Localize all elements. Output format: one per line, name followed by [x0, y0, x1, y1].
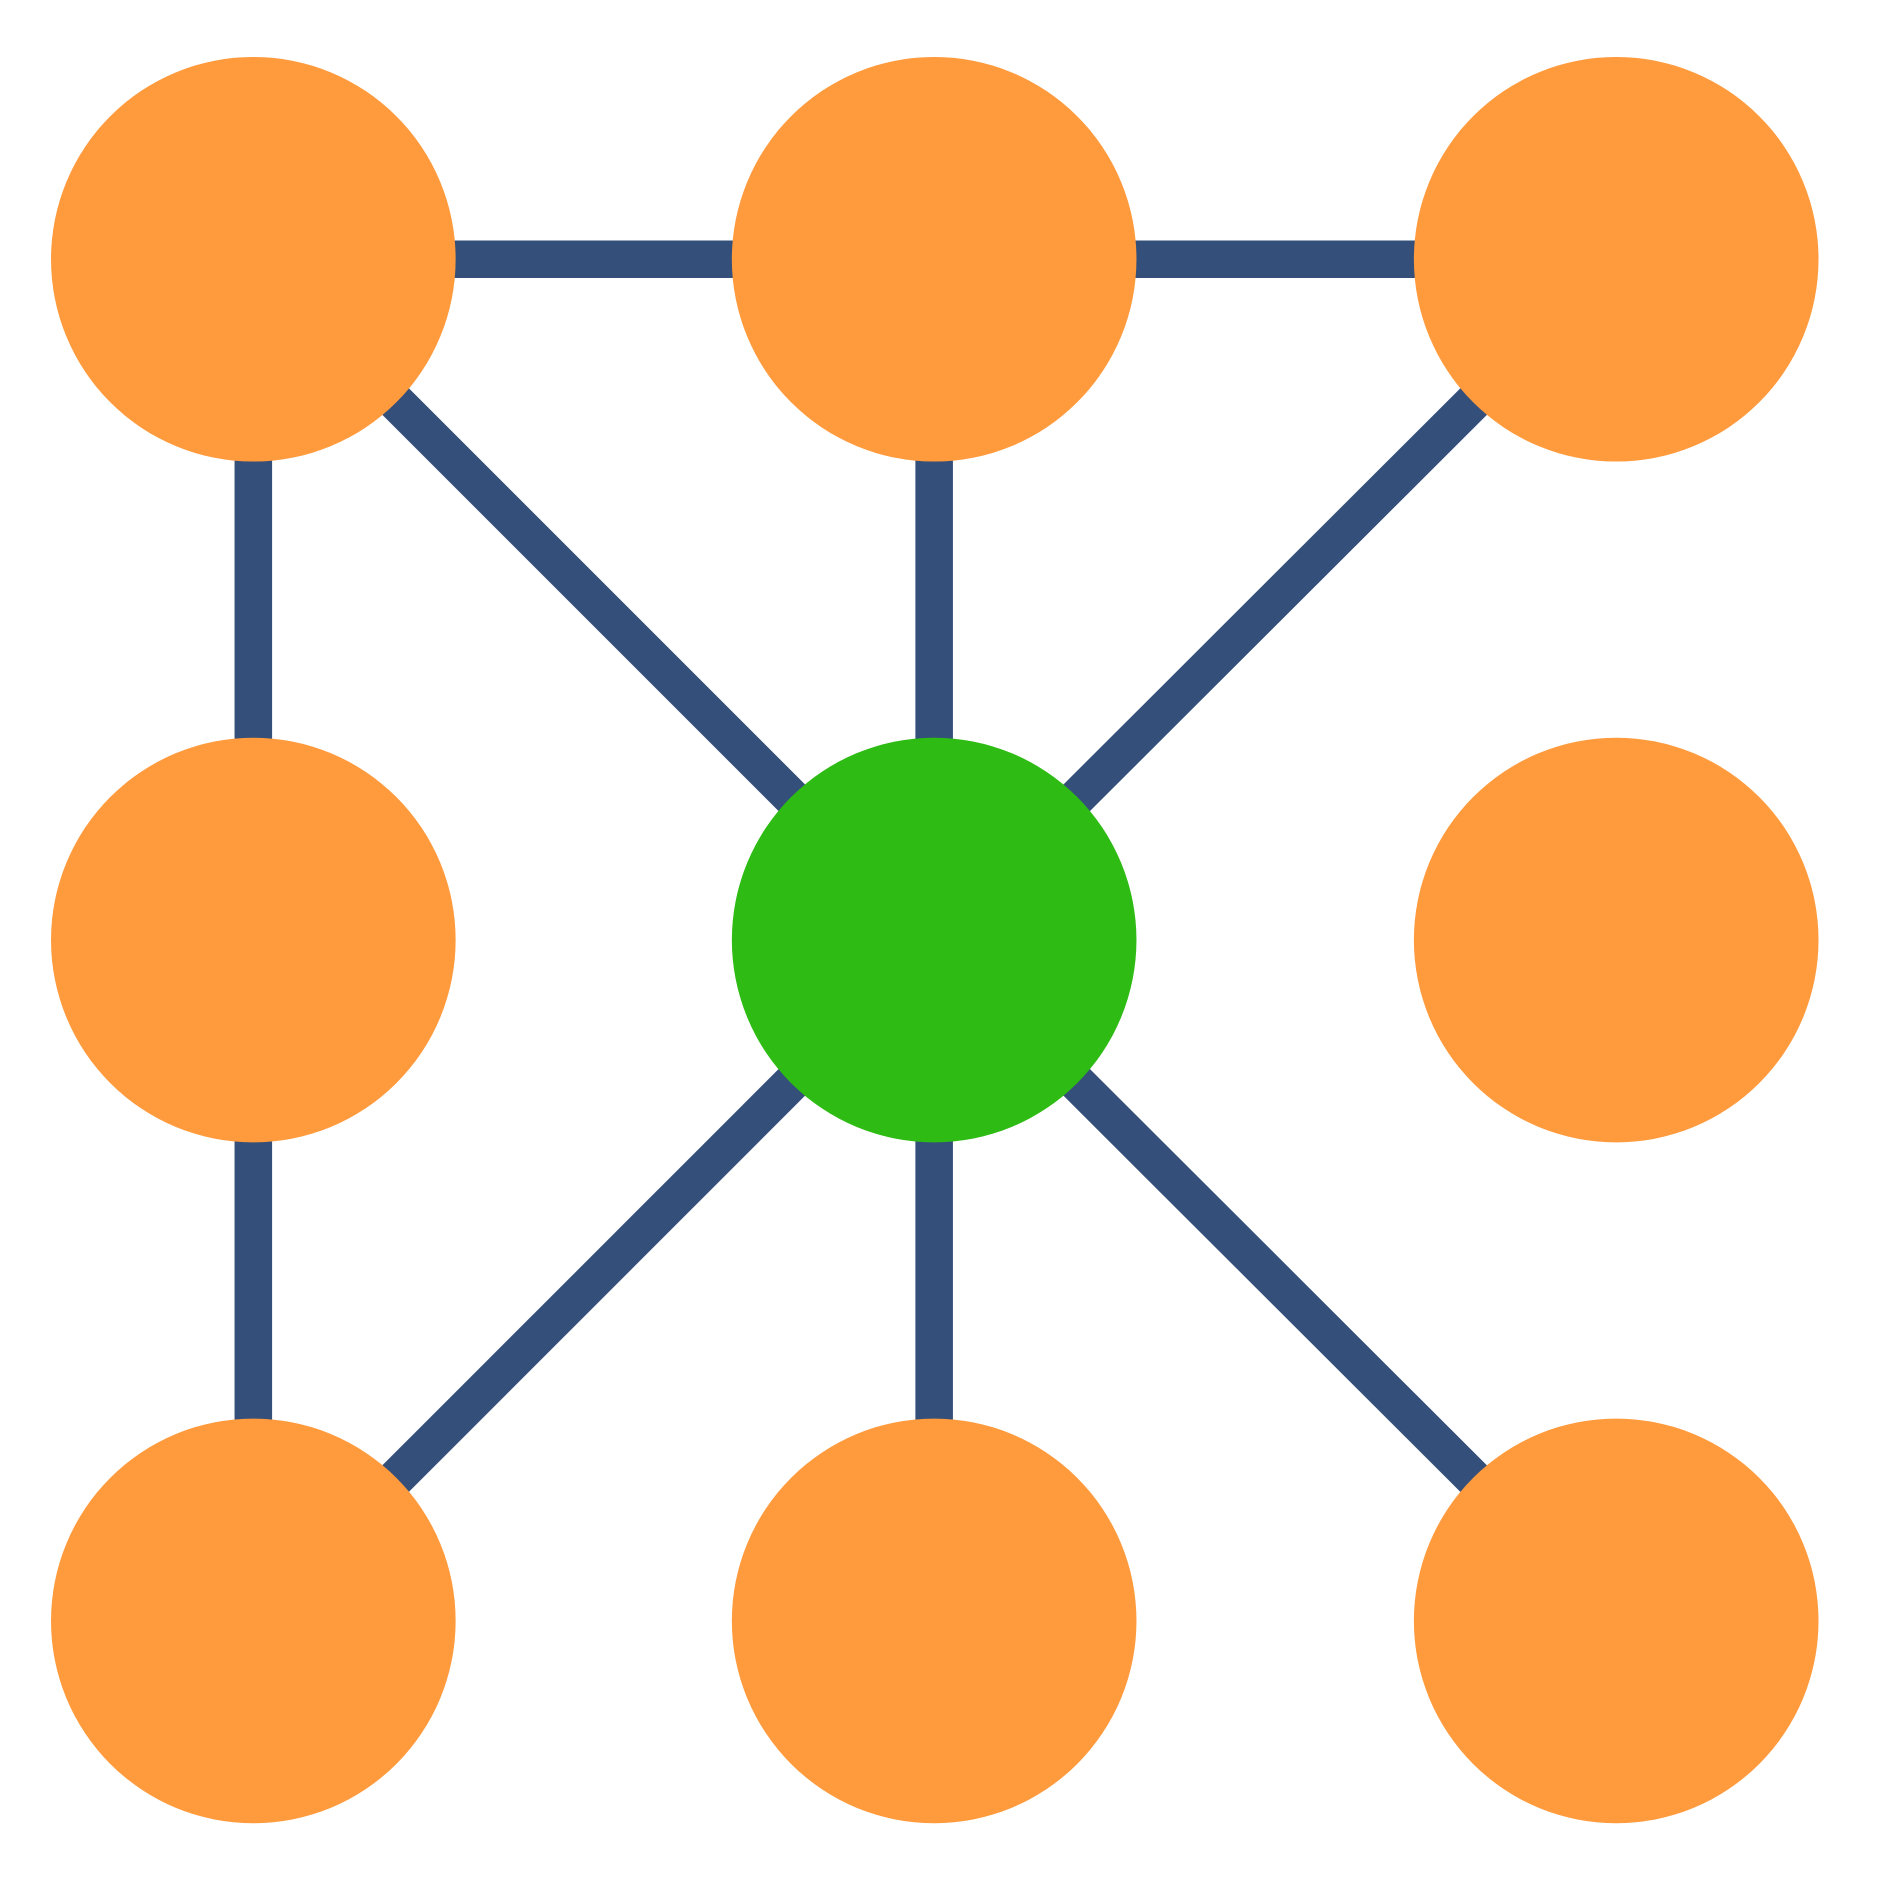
- node-center: [731, 737, 1137, 1143]
- node-top-left: [51, 56, 456, 462]
- node-top-right: [1413, 56, 1819, 462]
- node-top-center: [731, 56, 1137, 462]
- node-bottom-center: [731, 1418, 1137, 1824]
- node-middle-left: [51, 737, 456, 1143]
- node-middle-right: [1413, 737, 1819, 1143]
- node-bottom-right: [1413, 1418, 1819, 1824]
- node-bottom-left: [51, 1418, 456, 1824]
- nodes-layer: [51, 56, 1819, 1824]
